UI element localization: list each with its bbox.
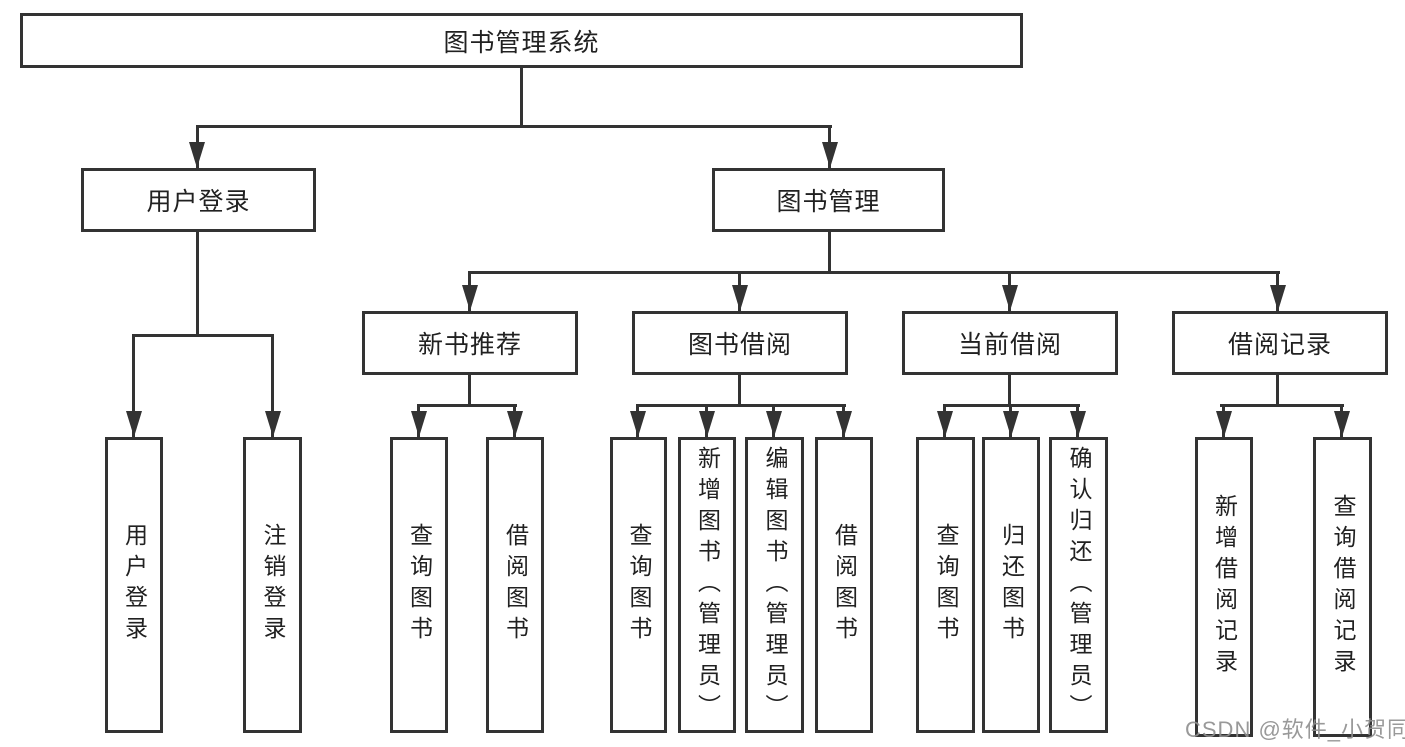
arrow-down-icon [699, 411, 715, 437]
leaf-label: 归还图书 [998, 523, 1025, 647]
root-node-label: 图书管理系统 [443, 28, 600, 57]
leaf-label: 新增图书（管理员） [694, 445, 721, 725]
arrow-down-icon [822, 142, 838, 168]
arrow-down-icon [937, 411, 953, 437]
leaf-label: 查询图书 [406, 523, 433, 647]
arrow-down-icon [1270, 285, 1286, 311]
node-book-borrow: 图书借阅 [632, 311, 848, 375]
leaf-label: 借阅图书 [502, 523, 529, 647]
arrow-down-icon [630, 411, 646, 437]
connector-book-management-stub [828, 232, 831, 274]
connector-records-stub [1276, 375, 1279, 407]
node-book-management-label: 图书管理 [776, 188, 881, 216]
leaf-label: 确认归还（管理员） [1066, 445, 1092, 725]
node-user-login-label: 用户登录 [146, 188, 251, 216]
connector-user-login-bar [133, 334, 274, 337]
connector-to-leaf-logout [271, 334, 274, 437]
arrow-down-icon [836, 411, 852, 437]
leaf-current-confirm-return-admin: 确认归还（管理员） [1049, 437, 1108, 733]
node-book-management: 图书管理 [712, 168, 945, 232]
node-new-book-recommend: 新书推荐 [362, 311, 578, 375]
leaf-label: 注销登录 [260, 523, 286, 647]
node-current-borrow-label: 当前借阅 [957, 331, 1062, 359]
leaf-borrow-edit-books-admin: 编辑图书（管理员） [745, 437, 804, 733]
leaf-label: 查询借阅记录 [1330, 494, 1356, 680]
connector-borrow-stub [738, 375, 741, 407]
leaf-label: 编辑图书（管理员） [762, 445, 788, 725]
connector-records-bar [1220, 404, 1344, 407]
leaf-borrow-add-books-admin: 新增图书（管理员） [678, 437, 736, 733]
node-borrow-records: 借阅记录 [1172, 311, 1388, 375]
connector-level1-bar [196, 125, 832, 128]
leaf-records-add-record: 新增借阅记录 [1195, 437, 1253, 737]
arrow-down-icon [1002, 285, 1018, 311]
arrow-down-icon [411, 411, 427, 437]
connector-current-stub [1008, 375, 1011, 407]
arrow-down-icon [507, 411, 523, 437]
connector-borrow-bar [636, 404, 846, 407]
connector-user-login-stub [196, 232, 199, 337]
leaf-recommend-borrow-books: 借阅图书 [486, 437, 544, 733]
connector-recommend-bar [417, 404, 517, 407]
leaf-label: 查询图书 [933, 523, 959, 647]
leaf-borrow-query-books: 查询图书 [610, 437, 667, 733]
leaf-borrow-borrow-books: 借阅图书 [815, 437, 873, 733]
arrow-down-icon [1334, 411, 1350, 437]
leaf-label: 用户登录 [121, 523, 148, 647]
arrow-down-icon [1003, 411, 1019, 437]
arrow-down-icon [732, 285, 748, 311]
connector-recommend-stub [468, 375, 471, 407]
node-borrow-records-label: 借阅记录 [1227, 331, 1332, 359]
arrow-down-icon [126, 411, 142, 437]
node-new-book-recommend-label: 新书推荐 [417, 331, 522, 359]
connector-root-stub [520, 67, 523, 127]
leaf-current-return-books: 归还图书 [982, 437, 1040, 733]
arrow-down-icon [265, 411, 281, 437]
leaf-user-login: 用户登录 [105, 437, 163, 733]
leaf-label: 查询图书 [626, 523, 652, 647]
leaf-recommend-query-books: 查询图书 [390, 437, 448, 733]
root-node: 图书管理系统 [20, 13, 1023, 68]
arrow-down-icon [1216, 411, 1232, 437]
leaf-records-query-record: 查询借阅记录 [1313, 437, 1372, 737]
arrow-down-icon [189, 142, 205, 168]
arrow-down-icon [766, 411, 782, 437]
leaf-current-query-books: 查询图书 [916, 437, 975, 733]
connector-level3-bar [469, 271, 1280, 274]
node-user-login: 用户登录 [81, 168, 316, 232]
connector-to-leaf-user-login [132, 334, 135, 437]
node-current-borrow: 当前借阅 [902, 311, 1118, 375]
arrow-down-icon [462, 285, 478, 311]
arrow-down-icon [1070, 411, 1086, 437]
leaf-label: 新增借阅记录 [1211, 494, 1238, 680]
leaf-label: 借阅图书 [831, 523, 858, 647]
node-book-borrow-label: 图书借阅 [687, 331, 792, 359]
watermark: CSDN @软件_小贺同学 [1185, 717, 1405, 742]
leaf-logout: 注销登录 [243, 437, 302, 733]
